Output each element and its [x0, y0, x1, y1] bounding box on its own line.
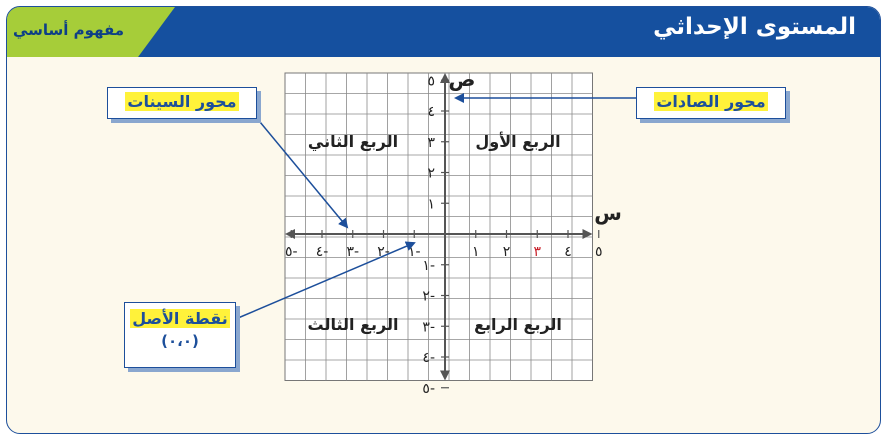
origin-callout-label: نقطة الأصل	[130, 309, 230, 328]
x-tick-label: ٣	[533, 244, 541, 260]
axis-variables: سص	[449, 67, 622, 225]
y-tick-label: ٤-	[422, 350, 435, 366]
y-axis-callout: محور الصادات	[636, 87, 786, 119]
x-tick-label: ١-	[408, 244, 421, 260]
y-axis-variable: ص	[449, 67, 476, 91]
x-axis-callout: محور السينات	[107, 87, 257, 119]
grid-paper	[284, 72, 593, 381]
y-tick-label: ٣-	[422, 319, 435, 335]
y-tick-label: ١-	[422, 258, 435, 274]
x-tick-label: ٢	[503, 244, 511, 260]
x-tick-label: ٥	[595, 244, 603, 260]
x-tick-label: ٢-	[377, 244, 390, 260]
leader-lines	[237, 93, 636, 319]
x-tick-label: ١	[472, 244, 480, 260]
y-tick-label: ٥-	[422, 381, 435, 397]
page-title: المستوى الإحداثي	[653, 14, 856, 40]
x-tick-label: ٣-	[346, 244, 359, 260]
y-tick-label: ٢-	[422, 289, 435, 305]
origin-leader	[237, 241, 416, 319]
x-axis-arrow-right	[582, 229, 593, 239]
quadrant-label-third: الربع الثالث	[308, 315, 399, 334]
origin-coords: (٠،٠)	[161, 332, 199, 350]
x-axis-callout-label: محور السينات	[125, 92, 239, 111]
quadrant-label-second: الربع الثاني	[308, 132, 398, 152]
quadrant-label-first: الربع الأول	[475, 132, 560, 151]
x-tick-label: ٤	[564, 244, 572, 260]
x-axis-arrow-left	[285, 229, 295, 239]
y-axis-callout-label: محور الصادات	[654, 92, 768, 111]
header-bar: مفهوم أساسي المستوى الإحداثي	[7, 7, 880, 57]
origin-callout: نقطة الأصل (٠،٠)	[124, 302, 236, 368]
quadrant-labels: الربع الأول الربع الثاني الربع الثالث الربع…	[308, 132, 562, 334]
y-tick-label: ٥	[427, 73, 435, 89]
concept-tag-label: مفهوم أساسي	[13, 21, 125, 39]
tick-labels: ١ ٢ ٣ ٤ ٥ ١- ٢- ٣- ٤- ٥- ١ ٢ ٣ ٤ ٥ ١- ٢- ٣- ٤- ٥-	[285, 73, 603, 397]
x-tick-label: ٤-	[316, 244, 329, 260]
y-tick-label: ١	[427, 196, 435, 212]
y-tick-label: ٢	[427, 166, 435, 182]
grid-background	[284, 72, 593, 381]
x-axis-leader	[259, 121, 349, 229]
y-tick-label: ٤	[427, 104, 435, 120]
x-tick-label: ٥-	[285, 244, 298, 260]
x-axis-variable: س	[594, 201, 622, 225]
quadrant-label-fourth: الربع الرابع	[474, 315, 562, 334]
y-axis-arrow-down	[440, 370, 450, 381]
y-tick-label: ٣	[427, 135, 435, 151]
